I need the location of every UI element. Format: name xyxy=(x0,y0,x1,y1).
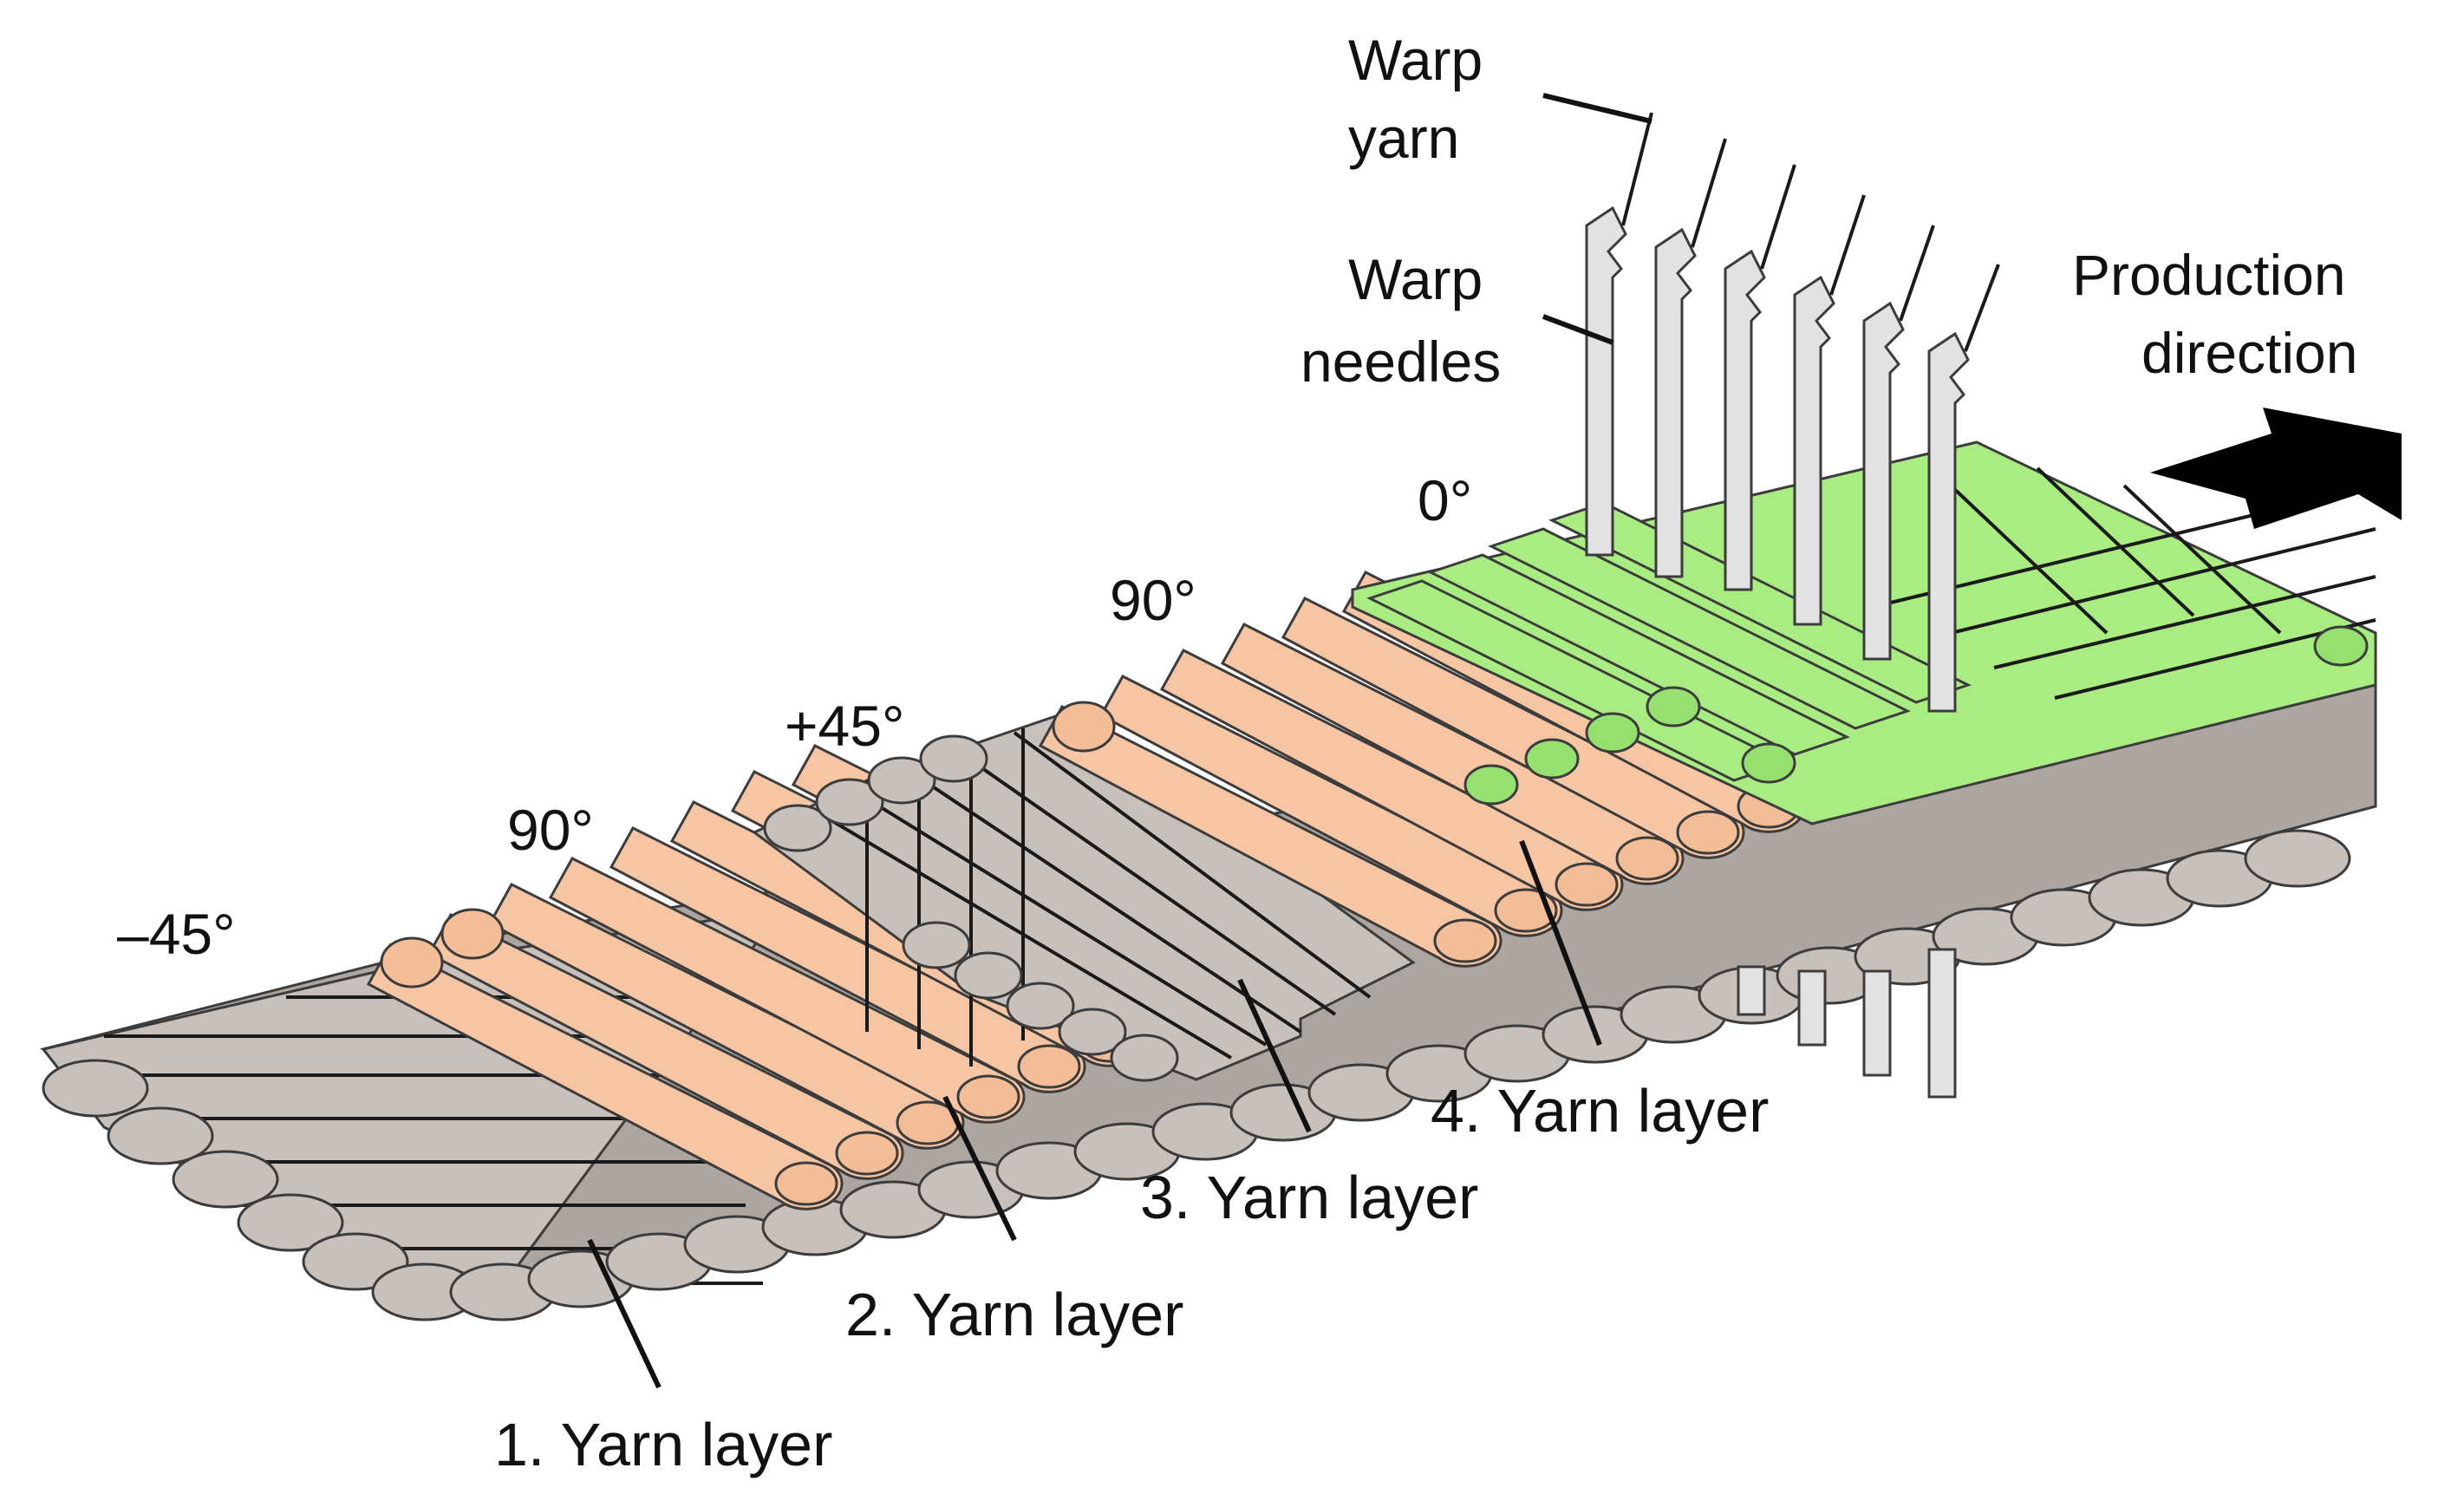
layer-3-plus45-yarns xyxy=(752,709,1416,1082)
layer-4-leader xyxy=(1519,839,1602,1047)
warp-yarn-label-line1: Warp xyxy=(1348,28,1483,92)
warp-needle xyxy=(1862,225,1935,661)
warp-yarn-label-line2: yarn xyxy=(1348,106,1459,170)
warp-needles-leader xyxy=(1542,314,1614,345)
angle-plus45-label: +45° xyxy=(785,694,904,758)
layer-4-label: 4. Yarn layer xyxy=(1431,1077,1769,1145)
angle-90-first-label: 90° xyxy=(507,798,594,862)
warp-needles-label-line2: needles xyxy=(1300,329,1501,394)
layer-1-yarn-ends xyxy=(42,829,2351,1321)
leader-lines xyxy=(587,93,1652,1389)
green-stitch-lines xyxy=(1872,466,2376,700)
needle-tips-below xyxy=(1737,948,1957,1099)
warp-yarn-leader xyxy=(1542,93,1652,124)
angle-0-label: 0° xyxy=(1418,468,1472,532)
angle-90-second-label: 90° xyxy=(1110,568,1196,632)
layer-2-leader xyxy=(942,1095,1017,1242)
labels: Warp yarn Warp needles Production direct… xyxy=(117,28,2357,1478)
green-yarn-ends xyxy=(1463,625,2369,806)
layer-3-label: 3. Yarn layer xyxy=(1140,1164,1478,1231)
warp-needle xyxy=(1793,194,1866,626)
angle-minus45-label: –45° xyxy=(117,902,236,966)
layer-1-label: 1. Yarn layer xyxy=(494,1411,832,1478)
warp-needle xyxy=(1654,138,1727,578)
production-direction-label-line2: direction xyxy=(2141,321,2357,385)
layer-3-yarn-ends xyxy=(763,734,1179,1082)
layer-2-label: 2. Yarn layer xyxy=(845,1281,1183,1348)
layer-1-leader xyxy=(587,1238,662,1389)
production-direction-label-line1: Production xyxy=(2072,243,2346,307)
layer-3-yarn-lines xyxy=(813,728,1372,1067)
warp-needles xyxy=(1585,112,2000,1099)
warp-needles-label-line1: Warp xyxy=(1348,247,1483,311)
production-direction-arrow xyxy=(2150,408,2402,529)
warp-needle xyxy=(1585,112,1653,557)
warp-needle xyxy=(1724,164,1796,591)
layer-3-leader xyxy=(1237,978,1312,1133)
warp-needle xyxy=(1927,264,2000,713)
